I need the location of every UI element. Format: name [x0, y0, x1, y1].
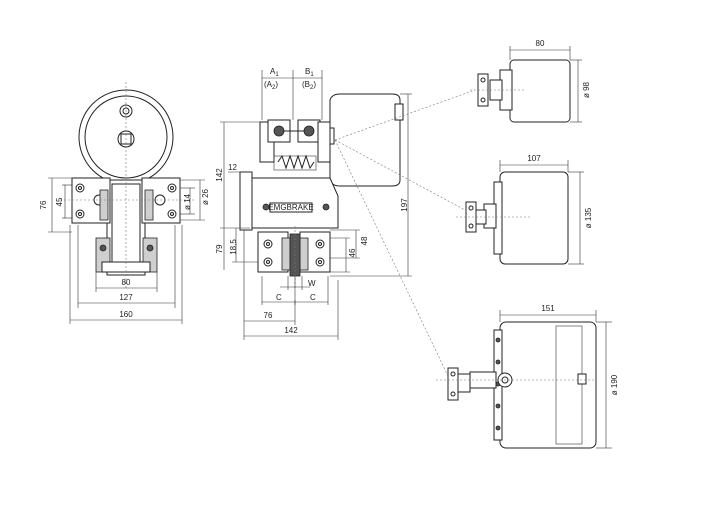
actuator-large-dia-label: ø 190 — [610, 374, 619, 395]
dim-c-right-label: C — [310, 293, 316, 302]
label-b1: B1 — [305, 67, 314, 78]
side-drum — [329, 93, 401, 187]
front-view: 76 45 ø 14 ø 26 80 127 160 — [39, 82, 210, 324]
dim-45-label: 45 — [55, 197, 64, 206]
brand-plate-text: EMGBRAKE — [268, 203, 313, 212]
dim-76-label: 76 — [39, 200, 48, 209]
dim-160-label: 160 — [119, 310, 133, 319]
dim-127-label: 127 — [119, 293, 133, 302]
dim-76-side-label: 76 — [264, 311, 273, 320]
side-plate — [239, 171, 253, 231]
actuator-small-dia-label: ø 98 — [582, 81, 591, 98]
dim-80-label: 80 — [122, 278, 131, 287]
side-lever-right — [317, 121, 331, 163]
label-a2: (A2) — [264, 80, 278, 91]
side-pad-left — [281, 237, 291, 271]
label-b2: (B2) — [302, 80, 316, 91]
actuator-medium-length-label: 107 — [527, 154, 541, 163]
dim-142-horizontal-label: 142 — [284, 326, 298, 335]
dim-w-label: W — [308, 279, 316, 288]
dim-142-vertical-label: 142 — [215, 168, 224, 182]
actuator-large-length-label: 151 — [541, 304, 555, 313]
actuator-medium: 107 ø 135 — [456, 154, 593, 265]
dim-48-label: 48 — [360, 236, 369, 245]
actuator-small: 80 ø 98 — [470, 39, 591, 123]
dim-c-left-label: C — [276, 293, 282, 302]
label-a1: A1 — [270, 67, 279, 78]
dim-46-label: 46 — [348, 248, 357, 257]
brand-plate — [269, 202, 313, 213]
dim-18-5-label: 18,5 — [229, 239, 238, 255]
actuator-small-length-label: 80 — [536, 39, 545, 48]
dim-12-label: 12 — [228, 163, 237, 172]
dim-197-label: 197 — [400, 198, 409, 212]
front-disc-hole-top — [119, 104, 133, 118]
actuator-large: 151 ø 190 — [436, 304, 619, 449]
projection-lines — [334, 89, 476, 377]
front-disc-outer — [78, 89, 174, 185]
dim-dia-26-label: ø 26 — [201, 188, 210, 205]
dim-79-label: 79 — [215, 244, 224, 253]
side-pad-right — [299, 237, 309, 271]
dim-dia-14-label: ø 14 — [183, 193, 192, 210]
side-view: A1 (A2) B1 (B2) EMGBRAKE — [215, 67, 412, 340]
actuator-medium-dia-label: ø 135 — [584, 207, 593, 228]
side-spring — [277, 154, 315, 170]
